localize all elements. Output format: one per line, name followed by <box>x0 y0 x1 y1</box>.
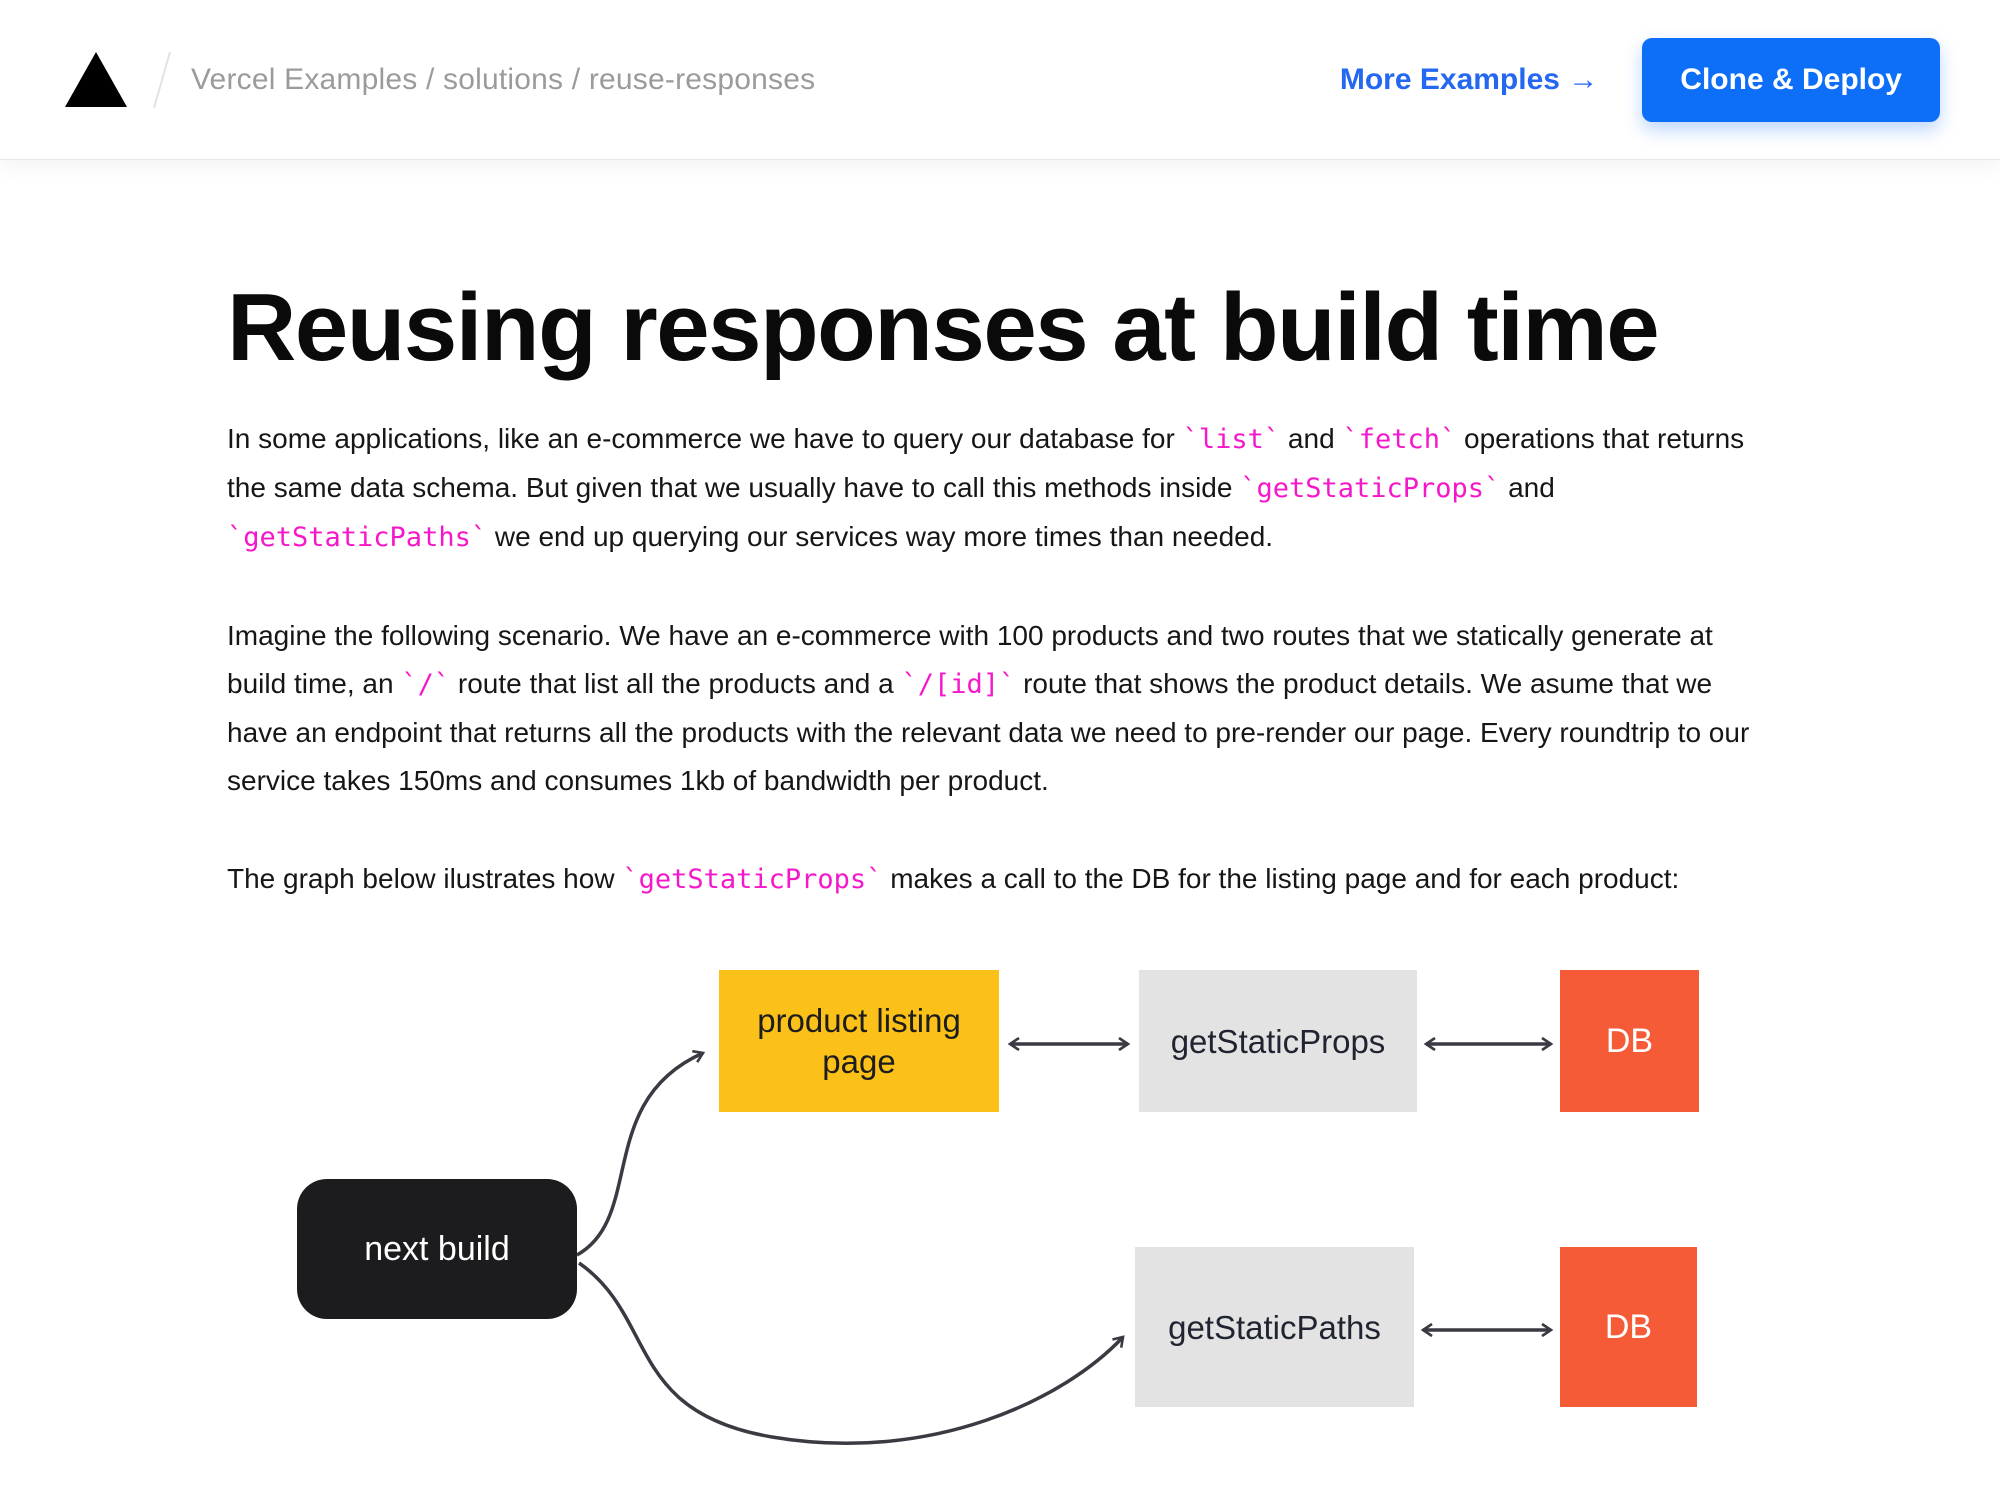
inline-code: `getStaticPaths` <box>227 522 488 554</box>
paragraph-text: and <box>1280 423 1343 455</box>
arrow-build-to-listing <box>576 1050 706 1257</box>
inline-code: `/[id]` <box>901 669 1016 701</box>
diagram-node-getstaticpaths: getStaticPaths <box>1135 1247 1414 1408</box>
site-header: Vercel Examples / solutions / reuse-resp… <box>0 0 2000 160</box>
inline-code: `list` <box>1182 424 1281 456</box>
article-body: In some applications, like an e-commerce… <box>227 415 1773 904</box>
paragraph-text: route that list all the products and a <box>450 668 902 700</box>
build-flow-diagram: product listing page getStaticProps DB n… <box>227 967 1773 1446</box>
inline-code: `/` <box>401 669 451 701</box>
article-paragraph: In some applications, like an e-commerce… <box>227 415 1773 562</box>
diagram-node-db-top: DB <box>1560 970 1699 1113</box>
paragraph-text: Imagine the following scenario. We have … <box>227 620 1713 700</box>
diagram-node-next-build: next build <box>297 1179 577 1320</box>
article-paragraph: The graph below ilustrates how `getStati… <box>227 855 1773 904</box>
paragraph-text: operations that returns the same data sc… <box>227 423 1745 504</box>
diagram-node-product-listing-page: product listing page <box>719 970 999 1113</box>
paragraph-text: we end up querying our services way more… <box>487 521 1274 553</box>
paragraph-text: route that shows the product details. We… <box>227 668 1750 797</box>
diagram-node-db-bottom: DB <box>1560 1247 1697 1408</box>
article-paragraph: Imagine the following scenario. We have … <box>227 612 1773 805</box>
paragraph-text: The graph below ilustrates how <box>227 863 623 895</box>
connector-arrows <box>576 1037 1554 1446</box>
vercel-logo-icon[interactable] <box>65 52 127 107</box>
breadcrumb-slash-divider <box>153 51 171 108</box>
article: Reusing responses at build time In some … <box>227 270 1773 1446</box>
inline-code: `getStaticProps` <box>622 864 883 896</box>
inline-code: `fetch` <box>1342 424 1457 456</box>
inline-code: `getStaticProps` <box>1240 473 1501 505</box>
arrow-build-to-getstaticpaths <box>578 1261 1125 1446</box>
paragraph-text: and <box>1500 472 1555 504</box>
header-left-group: Vercel Examples / solutions / reuse-resp… <box>65 51 815 109</box>
more-examples-link[interactable]: More Examples → <box>1339 62 1599 96</box>
diagram-node-getstaticprops: getStaticProps <box>1139 970 1417 1113</box>
header-right-group: More Examples → Clone & Deploy <box>1339 37 1940 122</box>
clone-deploy-button[interactable]: Clone & Deploy <box>1642 37 1940 122</box>
breadcrumb: Vercel Examples / solutions / reuse-resp… <box>191 62 816 96</box>
paragraph-text: In some applications, like an e-commerce… <box>227 423 1183 455</box>
paragraph-text: makes a call to the DB for the listing p… <box>882 863 1680 895</box>
page-title: Reusing responses at build time <box>227 274 1660 381</box>
